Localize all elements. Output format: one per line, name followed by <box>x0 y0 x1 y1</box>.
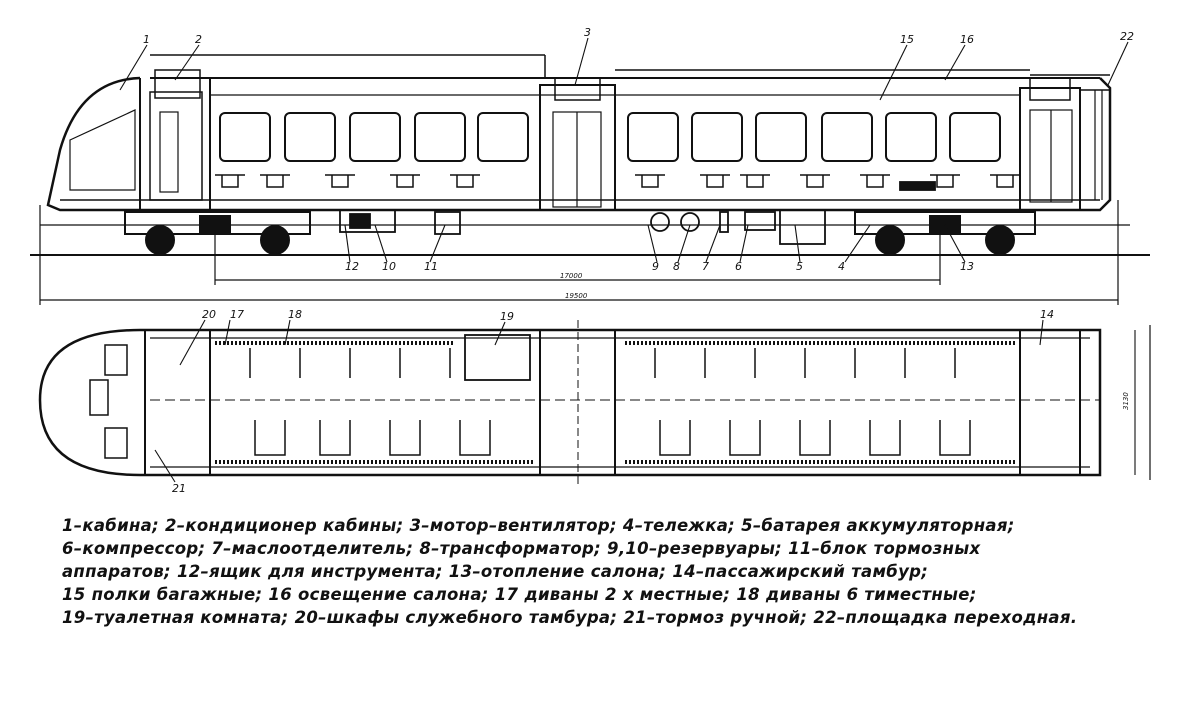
callout-8: 8 <box>673 260 680 273</box>
side-elevation <box>30 54 1150 256</box>
bogie-front <box>124 211 311 255</box>
callout-14: 14 <box>1040 308 1054 321</box>
callout-9: 9 <box>652 260 659 273</box>
dim-width: 3130 <box>1122 392 1130 410</box>
seat-hatches-plan <box>215 341 1015 464</box>
callout-15: 15 <box>900 33 914 46</box>
plan-view <box>38 320 1151 485</box>
legend: 1–кабина; 2–кондиционер кабины; 3–мотор–… <box>62 514 1172 629</box>
callout-10: 10 <box>382 260 396 273</box>
dim-overall-length: 19500 <box>565 292 588 300</box>
callout-20: 20 <box>202 308 216 321</box>
bogie-rear <box>854 211 1036 255</box>
saloon-windows-1 <box>219 112 529 162</box>
callout-3: 3 <box>584 26 591 39</box>
callout-7: 7 <box>702 260 709 273</box>
seat-dividers-plan <box>249 348 971 456</box>
legend-line-5: 19–туалетная комната; 20–шкафы служебног… <box>62 608 1078 627</box>
callout-13: 13 <box>960 260 974 273</box>
plan-callouts: 20 17 18 19 14 21 <box>172 308 1054 495</box>
callout-17: 17 <box>230 308 244 321</box>
side-callouts: 1 2 3 15 16 22 12 10 11 9 8 7 6 5 4 13 <box>143 26 1134 273</box>
callout-22: 22 <box>1120 30 1134 43</box>
callout-19: 19 <box>500 310 514 323</box>
callout-5: 5 <box>796 260 803 273</box>
legend-line-2: 6–компрессор; 7–маслоотделитель; 8–транс… <box>62 539 981 558</box>
dimension-lines <box>39 200 1119 305</box>
legend-line-3: аппаратов; 12–ящик для инструмента; 13–о… <box>62 562 929 581</box>
seat-row <box>215 174 1020 188</box>
callout-21: 21 <box>172 482 186 495</box>
callout-16: 16 <box>960 33 974 46</box>
callout-11: 11 <box>424 260 438 273</box>
leader-lines-side <box>119 37 1129 263</box>
underframe-equipment <box>339 181 936 245</box>
callout-4: 4 <box>838 260 845 273</box>
legend-line-4: 15 полки багажные; 16 освещение салона; … <box>62 585 977 604</box>
callout-12: 12 <box>345 260 359 273</box>
dim-bogie-centers: 17000 <box>560 272 583 280</box>
leader-lines-plan <box>154 319 1044 483</box>
legend-line-1: 1–кабина; 2–кондиционер кабины; 3–мотор–… <box>62 516 1015 535</box>
callout-2: 2 <box>195 33 202 46</box>
callout-6: 6 <box>735 260 742 273</box>
callout-1: 1 <box>143 33 150 46</box>
saloon-windows-2 <box>627 112 1001 162</box>
callout-18: 18 <box>288 308 302 321</box>
